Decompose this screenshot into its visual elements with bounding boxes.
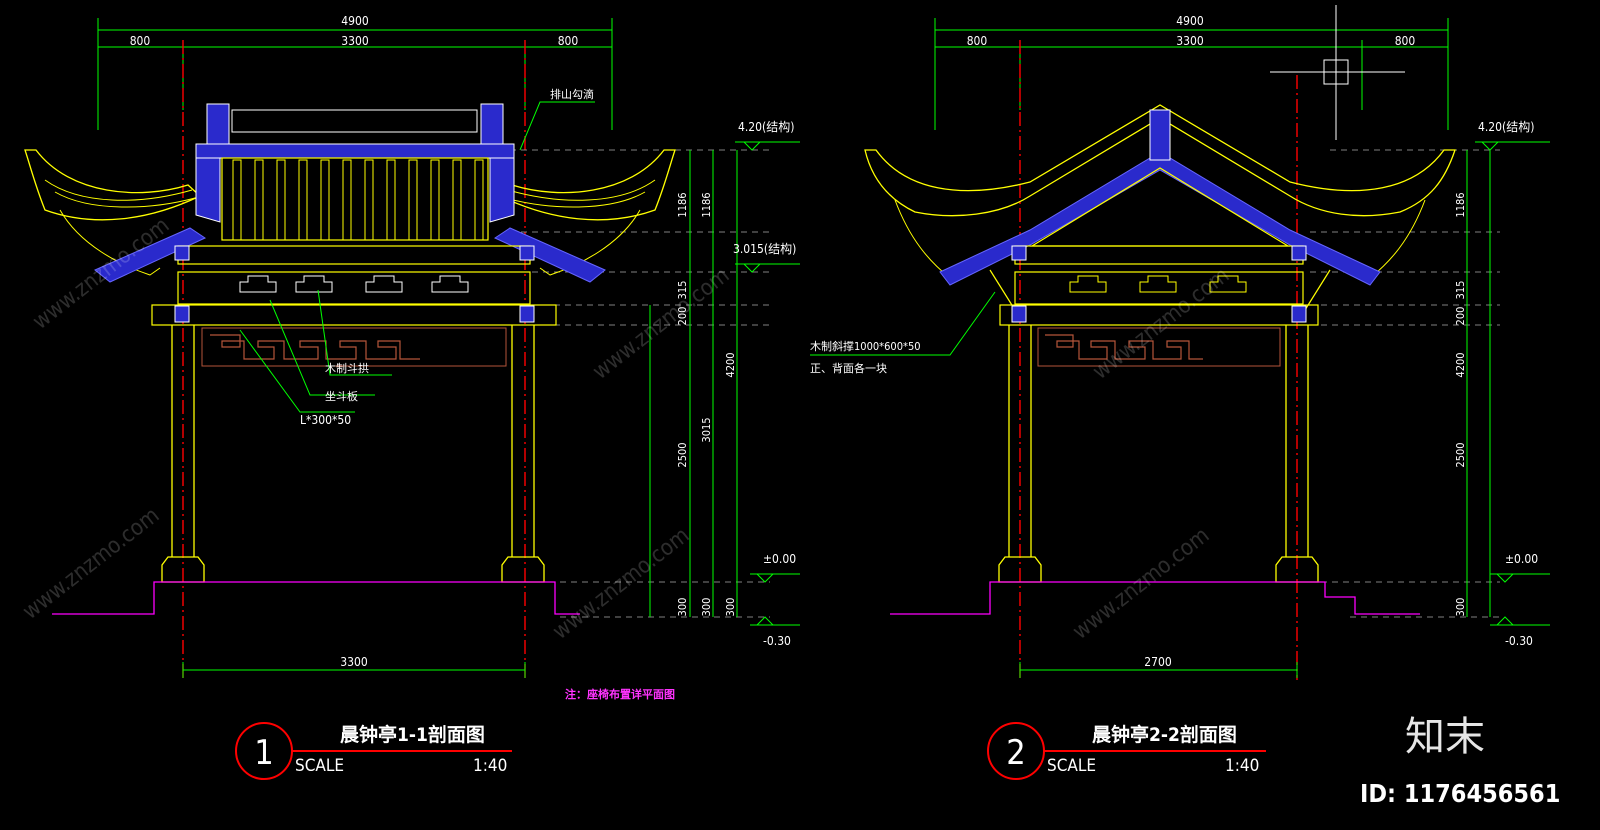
right-overall-dim: 4900 bbox=[1176, 14, 1204, 28]
watermark-site-5: www.znzmo.com bbox=[548, 523, 694, 645]
left-section-number: 1 bbox=[254, 733, 273, 773]
left-callout-1: 木制斗拱 bbox=[325, 361, 369, 375]
left-scale-label: SCALE bbox=[295, 756, 344, 776]
crosshair-cursor-icon bbox=[1270, 5, 1405, 140]
section-1-1: 4900 800 3300 800 bbox=[24, 14, 800, 780]
right-columns bbox=[998, 325, 1319, 583]
right-level-top: 4.20(结构) bbox=[1478, 119, 1534, 134]
right-dim-right: 800 bbox=[1395, 34, 1416, 48]
left-callout-2: 坐斗板 bbox=[325, 389, 358, 403]
watermark-site-4: www.znzmo.com bbox=[18, 503, 164, 625]
right-ground-line bbox=[890, 581, 1420, 615]
right-section-title: 晨钟亭2-2剖面图 bbox=[1092, 723, 1237, 746]
svg-text:4200: 4200 bbox=[724, 352, 737, 377]
right-axis-lines bbox=[1019, 40, 1298, 680]
right-dim-left: 800 bbox=[967, 34, 988, 48]
right-scale-label: SCALE bbox=[1047, 756, 1096, 776]
right-lattice-panel bbox=[1037, 327, 1281, 367]
left-beams bbox=[151, 245, 557, 326]
left-columns bbox=[161, 325, 545, 583]
left-brackets bbox=[239, 275, 469, 293]
right-roof bbox=[864, 104, 1456, 286]
left-level-bottom: -0.30 bbox=[763, 634, 791, 648]
right-brackets bbox=[1069, 275, 1247, 293]
left-roof-rafters bbox=[232, 159, 484, 241]
right-vertical-dims bbox=[1466, 150, 1491, 617]
left-title-block bbox=[235, 722, 512, 780]
svg-text:1186: 1186 bbox=[676, 192, 689, 217]
right-vdim-labels: 1186 315 200 4200 2500 300 bbox=[1454, 192, 1467, 616]
right-callout-leaders bbox=[810, 291, 996, 356]
section-2-2: 4900 800 3300 800 bbox=[810, 5, 1550, 780]
watermark-logo: 知末 bbox=[1405, 714, 1485, 760]
svg-text:300: 300 bbox=[676, 598, 689, 617]
left-vdim-labels: 1186 315 200 2500 300 1186 4200 300 3015… bbox=[676, 192, 737, 616]
right-level-lines bbox=[1310, 149, 1500, 618]
svg-text:315: 315 bbox=[676, 281, 689, 300]
svg-text:2500: 2500 bbox=[1454, 442, 1467, 467]
svg-text:1186: 1186 bbox=[700, 192, 713, 217]
svg-text:2500: 2500 bbox=[676, 442, 689, 467]
right-bottom-dimension bbox=[1019, 662, 1298, 678]
right-level-zero: ±0.00 bbox=[1505, 552, 1538, 566]
left-bottom-dimension bbox=[182, 662, 526, 678]
watermark: 知末 ID: 1176456561 www.znzmo.com www.znzm… bbox=[18, 213, 1560, 808]
left-dim-mid: 3300 bbox=[341, 34, 369, 48]
left-callout-3: L*300*50 bbox=[300, 413, 351, 427]
svg-text:4200: 4200 bbox=[1454, 352, 1467, 377]
left-column-caps bbox=[174, 245, 535, 323]
svg-text:1186: 1186 bbox=[1454, 192, 1467, 217]
right-level-bottom: -0.30 bbox=[1505, 634, 1533, 648]
right-title-block bbox=[987, 722, 1266, 780]
svg-text:200: 200 bbox=[676, 307, 689, 326]
right-callout-2: 正、背面各一块 bbox=[810, 361, 887, 375]
watermark-site-2: www.znzmo.com bbox=[588, 263, 734, 385]
left-dim-right: 800 bbox=[558, 34, 579, 48]
left-roof-eaves bbox=[24, 149, 676, 283]
left-roof-note: 排山勾滴 bbox=[550, 87, 594, 101]
left-level-zero: ±0.00 bbox=[763, 552, 796, 566]
svg-text:315: 315 bbox=[1454, 281, 1467, 300]
left-level-mid: 3.015(结构) bbox=[733, 241, 796, 256]
watermark-id: ID: 1176456561 bbox=[1360, 779, 1560, 808]
left-note: 注：座椅布置详平面图 bbox=[565, 687, 675, 701]
left-callout-leaders bbox=[239, 101, 595, 413]
left-level-lines bbox=[510, 149, 770, 618]
right-column-caps bbox=[1011, 245, 1307, 323]
right-callout-1: 木制斜撑1000*600*50 bbox=[810, 339, 921, 353]
right-scale-value: 1:40 bbox=[1225, 756, 1259, 776]
left-bottom-dim: 3300 bbox=[340, 655, 368, 669]
left-overall-dim: 4900 bbox=[341, 14, 369, 28]
left-axis-lines bbox=[182, 40, 526, 680]
left-scale-value: 1:40 bbox=[473, 756, 507, 776]
svg-text:200: 200 bbox=[1454, 307, 1467, 326]
svg-text:300: 300 bbox=[700, 598, 713, 617]
left-roof-body bbox=[195, 103, 515, 241]
left-dim-left: 800 bbox=[130, 34, 151, 48]
watermark-site-6: www.znzmo.com bbox=[1068, 523, 1214, 645]
left-ground-line bbox=[52, 581, 580, 615]
left-level-top: 4.20(结构) bbox=[738, 119, 794, 134]
right-section-number: 2 bbox=[1006, 733, 1025, 773]
right-level-marks bbox=[1475, 141, 1550, 626]
svg-text:3015: 3015 bbox=[700, 417, 713, 442]
right-bottom-dim: 2700 bbox=[1144, 655, 1172, 669]
left-section-title: 晨钟亭1-1剖面图 bbox=[340, 723, 485, 746]
left-lattice-panel bbox=[201, 327, 507, 367]
svg-text:300: 300 bbox=[724, 598, 737, 617]
right-dim-mid: 3300 bbox=[1176, 34, 1204, 48]
left-level-marks bbox=[735, 141, 800, 626]
svg-text:300: 300 bbox=[1454, 598, 1467, 617]
left-vertical-dims bbox=[649, 150, 738, 617]
